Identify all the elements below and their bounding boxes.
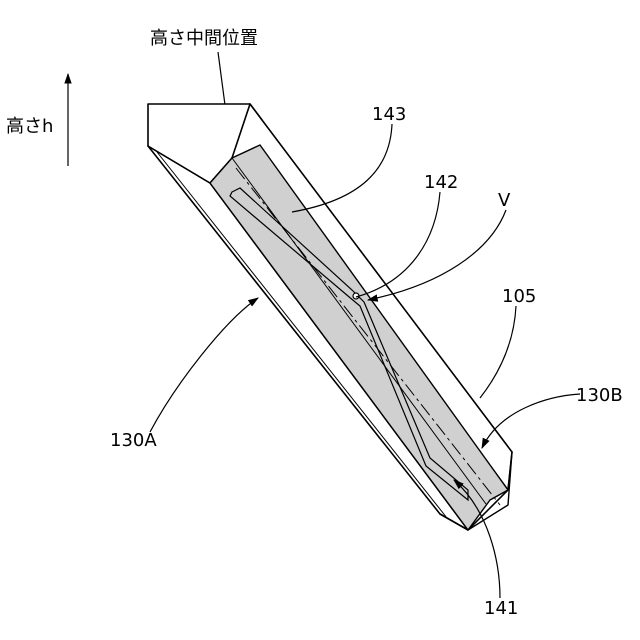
channel-inner-left-edge — [232, 158, 486, 504]
leader-130A — [150, 298, 258, 432]
ref-label-143: 143 — [372, 104, 406, 125]
ref-label-130B: 130B — [576, 385, 623, 406]
ref-label-V: V — [498, 190, 511, 211]
leader-105 — [480, 306, 516, 398]
height-axis-label: 高さh — [6, 116, 53, 137]
mid-height-label: 高さ中間位置 — [150, 28, 258, 49]
ref-label-130A: 130A — [110, 430, 157, 451]
ref-label-141: 141 — [484, 598, 518, 619]
ref-label-142: 142 — [424, 172, 458, 193]
ref-label-105: 105 — [502, 286, 536, 307]
leader-V — [368, 210, 506, 300]
